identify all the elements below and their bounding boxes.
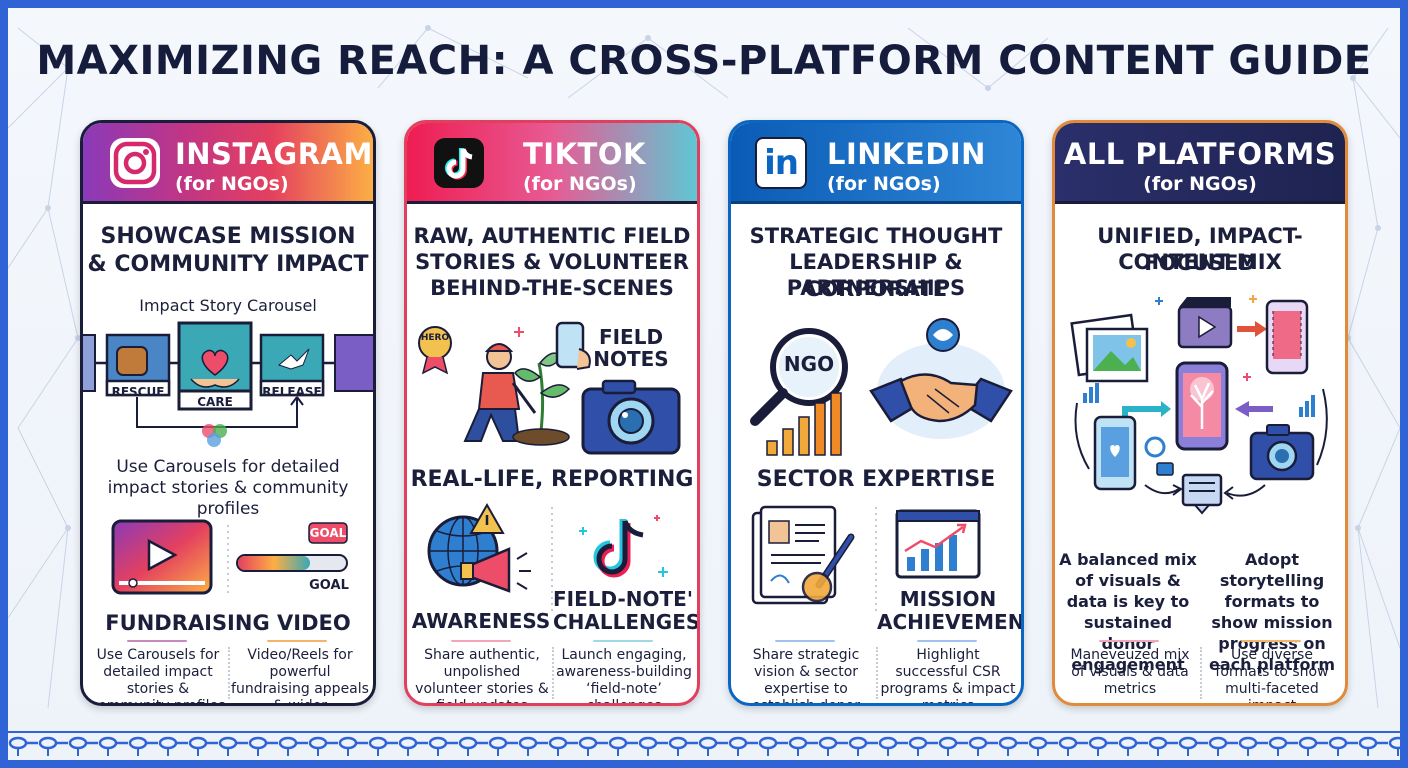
instagram-name: INSTAGRAM [175,137,373,171]
all-platforms-left-text: Maneveuzed mix of visuals & data metrics [1070,647,1190,697]
instagram-card-header: INSTAGRAM (for NGOs) [83,123,373,204]
carousel-title: Impact Story Carousel [139,296,317,315]
tiktok-heading-line3: BEHIND-THE-SCENES [430,276,674,300]
tiktok-card-header: TIKTOK (for NGOs) [407,123,697,204]
tiktok-heading-line2: STORIES & VOLUNTEER [415,250,689,274]
goal-label: GOAL [309,578,349,593]
infographic-frame: MAXIMIZING REACH: A CROSS-PLATFORM CONTE… [8,8,1400,760]
hero-badge: HERO [420,333,450,343]
all-platforms-heading-line1: UNIFIED, IMPACT-FOCUSED [1097,224,1303,275]
goal-badge: GOAL [309,526,347,540]
tiktok-card: TIKTOK (for NGOs) RAW, AUTHENTIC FIELD S… [404,120,700,706]
all-platforms-card-header: ALL PLATFORMS (for NGOs) [1055,123,1345,204]
content-mix-cycle-graphic [1070,295,1328,515]
instagram-heading-line2: & COMMUNITY IMPACT [87,252,369,277]
carousel-item-rescue: RESCUE [111,385,165,399]
instagram-card: INSTAGRAM (for NGOs) SHOWCASE MISSION & … [80,120,376,706]
awareness-challenge-graphic [427,502,668,611]
field-notes-line1: FIELD [598,325,664,349]
tiktok-name: TIKTOK [523,137,646,171]
volunteer-field-illustration [418,321,681,455]
fundraising-video-graphic [111,519,348,595]
all-platforms-name: ALL PLATFORMS [1063,137,1337,171]
instagram-right-text: Video/Reels for powerful fundraising app… [231,647,369,706]
chain-border [8,731,1400,760]
linkedin-mid-heading: SECTOR EXPERTISE [756,467,996,492]
tiktok-sub: (for NGOs) [523,173,637,195]
ngo-partnership-graphic [750,318,1013,456]
linkedin-card-header: in LINKEDIN (for NGOs) [731,123,1021,204]
field-note-heading-line2: CHALLENGES [553,610,700,634]
linkedin-heading-line2: LEADERSHIP & CORPORATE [789,250,963,301]
all-platforms-card: ALL PLATFORMS (for NGOs) UNIFIED, IMPACT… [1052,120,1348,706]
linkedin-left-text: Share strategic vision & sector expertis… [752,647,860,706]
instagram-icon [110,138,160,188]
linkedin-name: LINKEDIN [827,137,986,171]
carousel-item-release: RELEASE [262,385,322,399]
linkedin-heading-line3: PARTNERSHIPS [786,276,966,300]
linkedin-heading-line1: STRATEGIC THOUGHT [749,224,1003,248]
tiktok-icon [434,138,484,188]
impact-carousel [83,321,373,447]
all-platforms-right-heading: Adopt storytelling formats to show missi… [1209,550,1335,674]
field-note-heading-line1: FIELD-NOTE' [553,587,693,611]
field-notes-line2: NOTES [593,347,669,371]
tiktok-mid-heading: REAL-LIFE, REPORTING [410,467,694,492]
mission-heading-line1: MISSION [899,587,997,611]
mission-heading-line2: ACHIEVEMENTS [877,610,1024,634]
fundraising-video-heading: FUNDRAISING VIDEO [105,611,351,635]
linkedin-sub: (for NGOs) [827,173,941,195]
all-platforms-heading-line2: CONTENT MIX [1118,250,1282,274]
all-platforms-right-text: Use diverse formats to show multi-facete… [1215,647,1329,706]
linkedin-card: in LINKEDIN (for NGOs) STRATEGIC THOUGHT… [728,120,1024,706]
linkedin-right-text: Highlight successful CSR programs & impa… [880,647,1016,706]
ngo-magnifier-text: NGO [783,352,835,376]
expertise-achievements-graphic [751,505,981,611]
instagram-heading-line1: SHOWCASE MISSION [100,224,356,249]
background-network [8,25,1400,709]
all-platforms-left-heading: A balanced mix of visuals & data is key … [1059,550,1197,674]
page-title: MAXIMIZING REACH: A CROSS-PLATFORM CONTE… [36,38,1372,84]
instagram-sub: (for NGOs) [175,173,289,195]
tiktok-heading-line1: RAW, AUTHENTIC FIELD [413,224,691,248]
carousel-item-care: CARE [197,395,233,409]
tiktok-right-text: Launch engaging, awareness-building ‘fie… [556,647,692,706]
all-platforms-sub: (for NGOs) [1143,173,1257,195]
instagram-left-text: Use Carousels for detailed impact storie… [90,647,226,706]
linkedin-icon: in [755,137,807,189]
awareness-heading: AWARENESS [411,609,551,633]
instagram-carousel-text: Use Carousels for detailed impact storie… [107,457,349,519]
tiktok-left-text: Share authentic, unpolished volunteer st… [415,647,549,706]
